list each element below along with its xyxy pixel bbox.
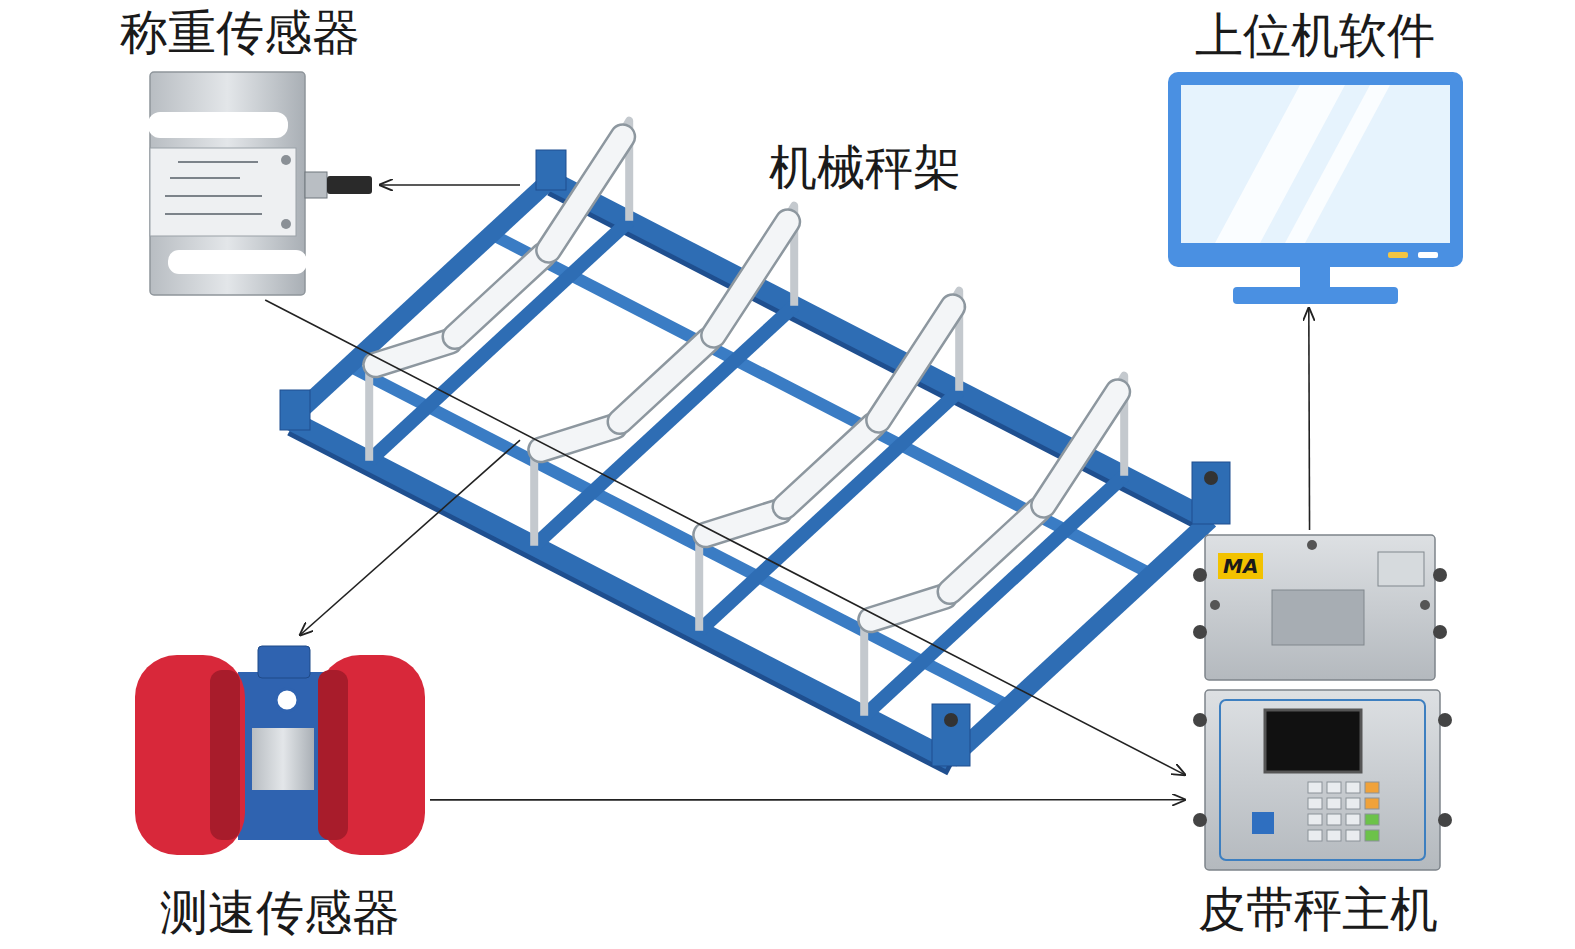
bolt (1210, 600, 1220, 610)
component-label: 称重传感器 (120, 5, 360, 60)
mark-label: MA (1218, 553, 1263, 579)
plate-line (178, 161, 258, 163)
cable-gland (1438, 713, 1452, 727)
bolt (1307, 540, 1317, 550)
bolt (281, 155, 291, 165)
key (1327, 814, 1341, 825)
cable-gland (1433, 625, 1447, 639)
sensor-cap (258, 646, 310, 678)
bolt (281, 219, 291, 229)
cable-gland (1193, 625, 1207, 639)
rating-plate (1272, 590, 1364, 645)
signal-connector (380, 184, 520, 186)
key (1346, 830, 1360, 841)
key (1327, 798, 1341, 809)
scale-frame (280, 121, 1230, 770)
component-label: 机械秤架 (769, 140, 961, 195)
load-cell (148, 72, 372, 295)
lower-enclosure (1205, 690, 1440, 870)
monitor-bezel (1168, 72, 1463, 267)
key (1365, 830, 1379, 841)
cable-gland (1193, 568, 1207, 582)
mount-block (536, 150, 566, 190)
logo (1252, 812, 1274, 834)
key (1308, 798, 1322, 809)
wheel (135, 655, 245, 855)
panel-outline (1220, 700, 1425, 860)
component-node: 上位机软件 (1160, 8, 1470, 308)
idler-set (864, 376, 1124, 716)
cable-gland (1433, 568, 1447, 582)
signal-connector (300, 440, 520, 635)
host-unit (1193, 535, 1452, 870)
idler-set (699, 291, 959, 631)
mount-block (932, 704, 970, 766)
component-node: 称重传感器 (100, 5, 380, 300)
monitor-screen (1181, 85, 1450, 243)
monitor-neck (1300, 267, 1330, 289)
sensor-band (252, 728, 314, 790)
component-node: 机械秤架 (520, 140, 1210, 450)
monitor-base (1233, 287, 1398, 304)
key (1346, 782, 1360, 793)
info-plate (1378, 552, 1424, 586)
idler-set (369, 121, 629, 461)
signal-connector (1308, 308, 1310, 530)
plate-line (170, 177, 240, 179)
mount-block (280, 390, 310, 430)
plate-line (165, 213, 262, 215)
key (1365, 798, 1379, 809)
upper-enclosure (1205, 535, 1435, 680)
sensor-body (238, 672, 328, 840)
speed-sensor (135, 646, 425, 855)
load-cell-slot (148, 112, 288, 138)
key (1327, 830, 1341, 841)
screen-glare (1285, 85, 1390, 243)
wheel (318, 655, 425, 855)
key (1346, 814, 1360, 825)
cable-gland (1193, 713, 1207, 727)
key (1308, 782, 1322, 793)
component-label: 皮带秤主机 (1198, 882, 1438, 937)
bolt (1420, 600, 1430, 610)
keypad (1308, 782, 1379, 841)
key (1365, 814, 1379, 825)
screen-glare (1215, 85, 1345, 243)
component-node: 皮带秤主机 (1185, 530, 1450, 945)
mount-block (1192, 462, 1230, 524)
key (1327, 782, 1341, 793)
component-label: 上位机软件 (1195, 8, 1435, 63)
load-cell-slot (168, 250, 307, 274)
name-plate (150, 148, 296, 236)
indicator (1388, 252, 1408, 258)
cable-gland (1438, 813, 1452, 827)
sensor-logo (276, 689, 298, 711)
component-node: 测速传感器 (130, 635, 430, 945)
plate-line (165, 195, 262, 197)
cable-gland (1193, 813, 1207, 827)
monitor (1168, 72, 1463, 304)
idler-set (534, 206, 794, 546)
display (1265, 710, 1361, 772)
signal-connector (265, 300, 1185, 775)
bolt (944, 713, 958, 727)
signal-connector (430, 799, 1185, 801)
key (1346, 798, 1360, 809)
cable-gland (305, 172, 327, 198)
component-label: 测速传感器 (160, 885, 400, 940)
key (1308, 830, 1322, 841)
indicator (1418, 252, 1438, 258)
cable (327, 176, 372, 194)
wheel-side (318, 670, 348, 840)
key (1365, 782, 1379, 793)
key (1308, 814, 1322, 825)
bolt (1204, 471, 1218, 485)
wheel-side (210, 670, 240, 840)
